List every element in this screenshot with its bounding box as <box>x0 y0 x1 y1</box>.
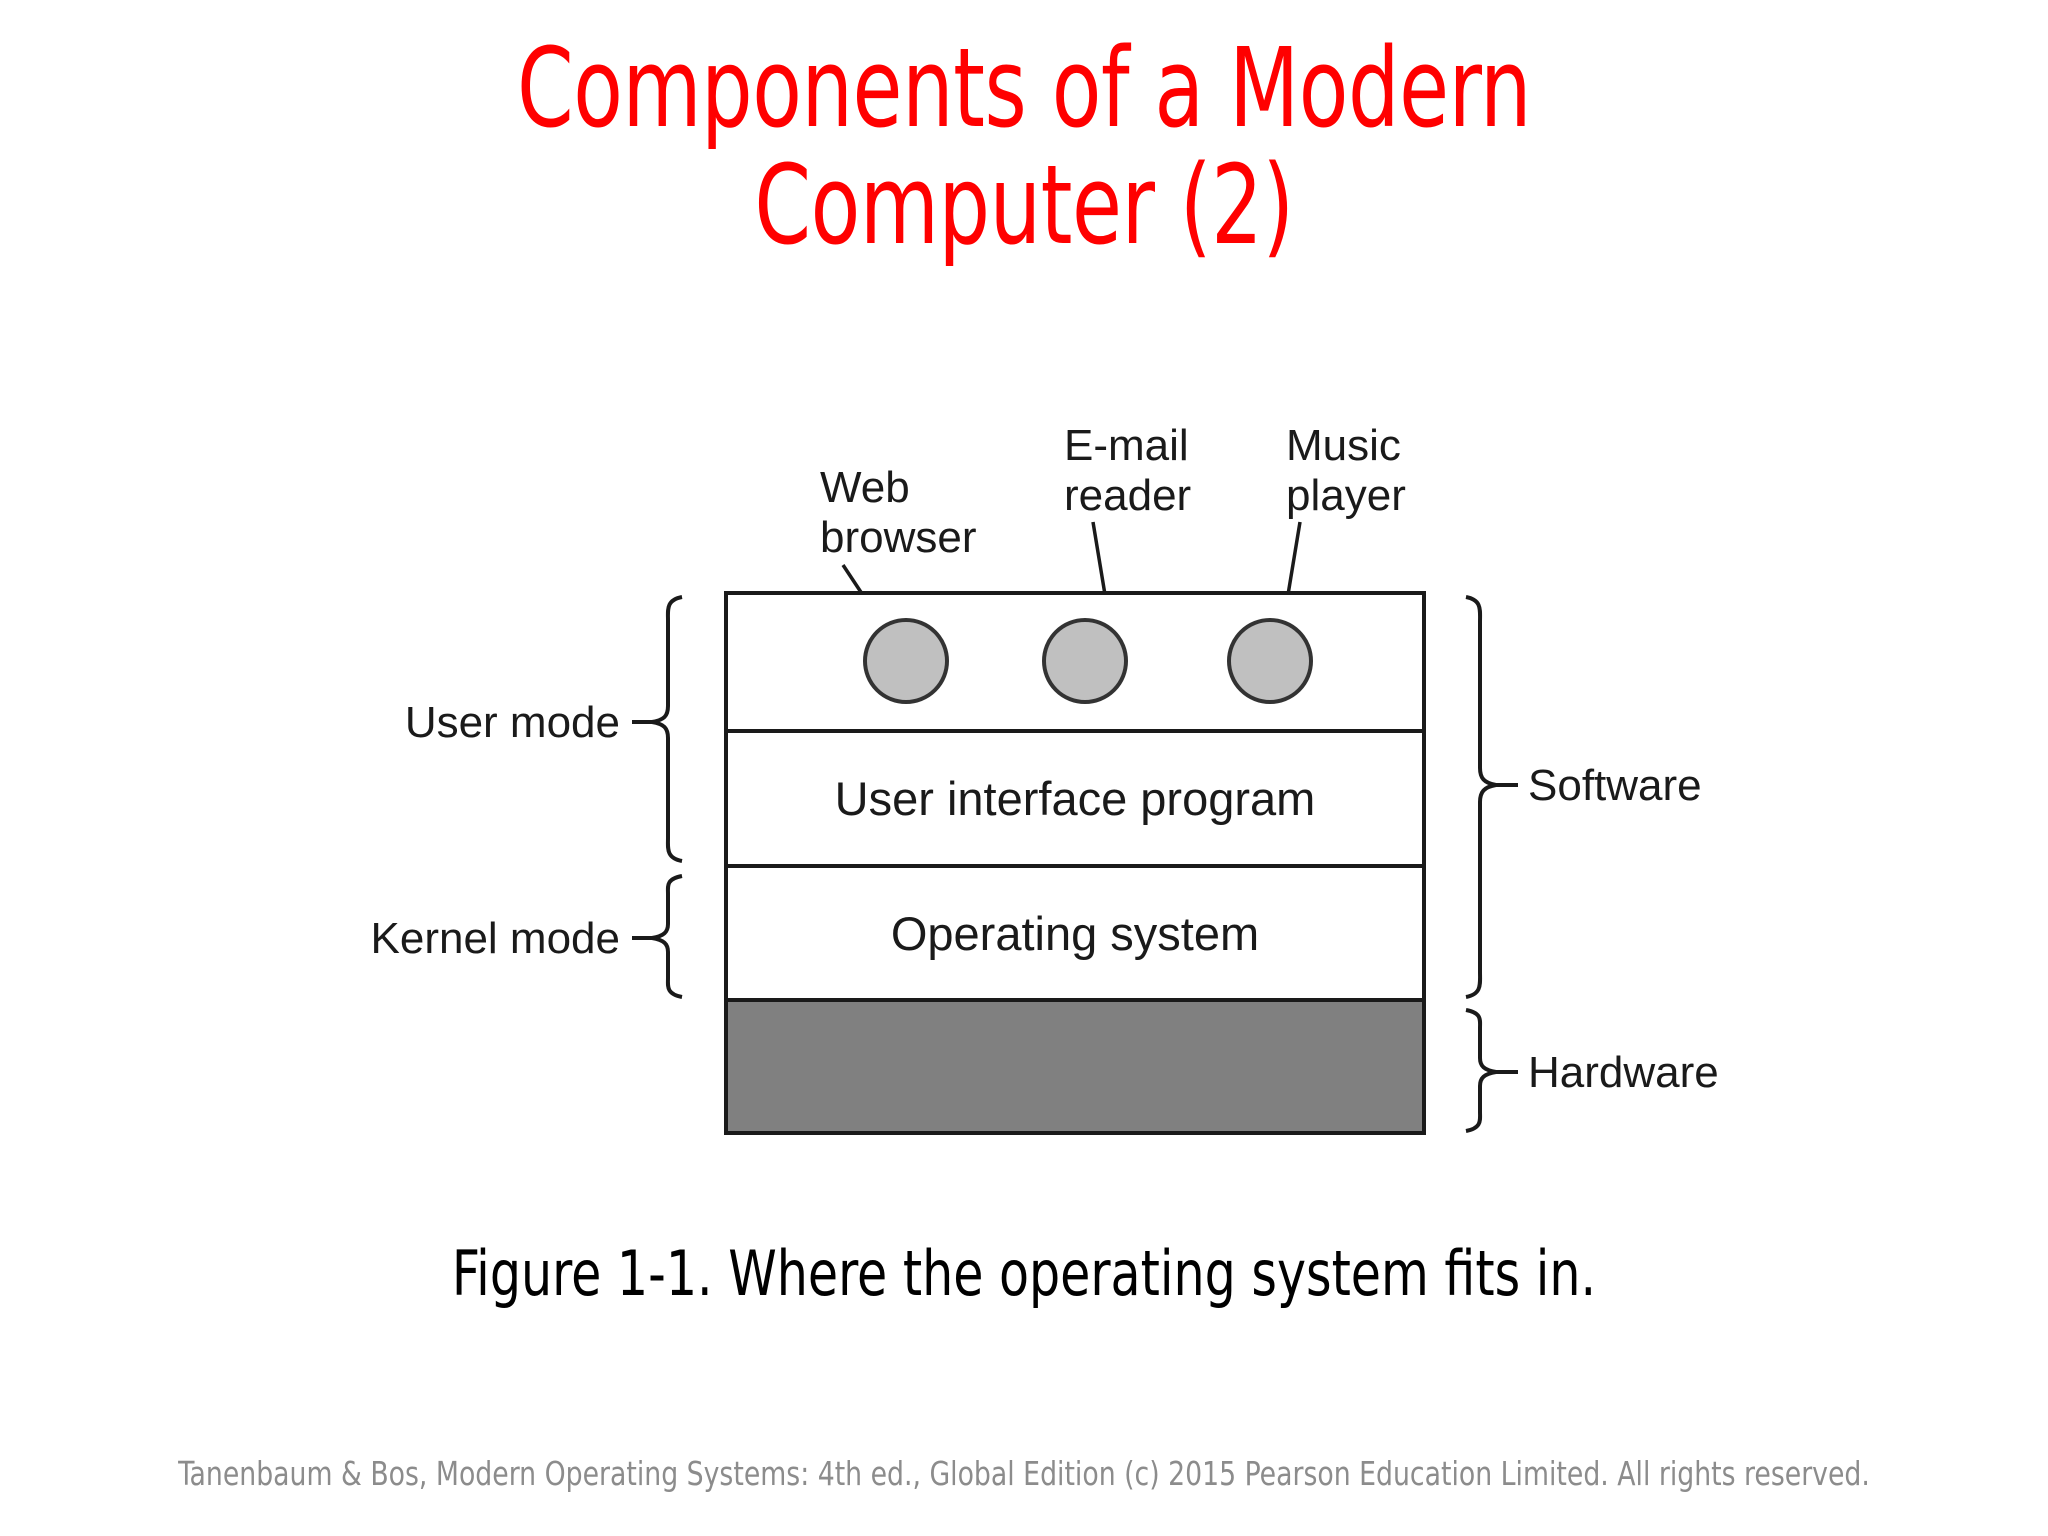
brace-hardware <box>1465 1008 1497 1133</box>
process-circle-music-player <box>1227 618 1313 704</box>
layer-label-user-interface-program: User interface program <box>835 772 1316 825</box>
app-label-email-reader-line1: E-mail <box>1064 421 1189 470</box>
label-user-mode: User mode <box>405 698 620 747</box>
app-label-web-browser-line1: Web <box>820 463 910 512</box>
brace-software <box>1465 595 1497 999</box>
app-label-music-player-line1: Music <box>1286 421 1401 470</box>
process-circle-web-browser <box>863 618 949 704</box>
brace-kernel-mode <box>651 874 683 999</box>
label-software: Software <box>1528 761 1702 810</box>
label-kernel-mode: Kernel mode <box>371 914 620 963</box>
footer-credit: Tanenbaum & Bos, Modern Operating System… <box>178 1454 1870 1493</box>
app-label-music-player-line2: player <box>1286 471 1406 520</box>
label-hardware: Hardware <box>1528 1048 1719 1097</box>
layer-label-operating-system: Operating system <box>891 907 1259 960</box>
app-label-web-browser-line2: browser <box>820 513 977 562</box>
layer-user-interface-program <box>724 729 1426 868</box>
app-label-email-reader-line2: reader <box>1064 471 1191 520</box>
process-circle-email-reader <box>1042 618 1128 704</box>
figure-caption: Figure 1-1. Where the operating system f… <box>451 1237 1597 1310</box>
brace-user-mode <box>651 595 683 863</box>
layer-hardware-block <box>724 998 1426 1135</box>
page-title: Components of a Modern Computer (2) <box>517 24 1531 269</box>
layer-operating-system <box>724 864 1426 1002</box>
